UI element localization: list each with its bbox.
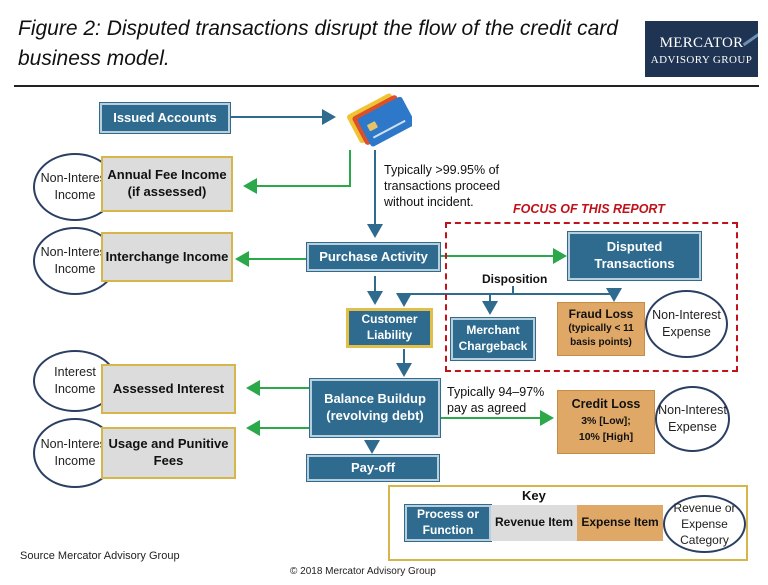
credit-loss-detail-2: 10% [High] [578, 431, 634, 443]
credit-loss-detail-1: 3% [Low]; [581, 415, 631, 427]
focus-label: FOCUS OF THIS REPORT [513, 202, 665, 216]
annual-fee-income-box: Annual Fee Income (if assessed) [101, 156, 233, 212]
customer-liability-box: Customer Liability [346, 308, 433, 348]
mercator-logo: Mercator Advisory Group [645, 21, 758, 77]
assessed-interest-box: Assessed Interest [101, 364, 236, 414]
focus-region [445, 222, 738, 372]
category-ellipse-2: Non-Interest Income [33, 227, 117, 295]
payoff-box: Pay-off [307, 455, 439, 481]
legend-key [388, 485, 748, 561]
key-category-ellipse: Revenue or Expense Category [663, 495, 746, 553]
category-ellipse-6: Non-Interest Expense [655, 386, 730, 452]
credit-loss-title: Credit Loss [571, 397, 641, 411]
key-title: Key [522, 488, 546, 503]
issued-accounts-box: Issued Accounts [100, 103, 230, 133]
arrow-to-annual-fee [243, 150, 351, 194]
logo-line1: Mercator [659, 35, 744, 51]
key-process: Process or Function [405, 505, 491, 541]
figure-title: Figure 2: Disputed transactions disrupt … [18, 17, 618, 70]
note-typically-9497: Typically 94–97% pay as agreed [447, 385, 545, 415]
credit-loss-box: Credit Loss 3% [Low]; 10% [High] [557, 390, 655, 454]
balance-buildup-box: Balance Buildup (revolving debt) [310, 379, 440, 437]
logo-line2: Advisory Group [650, 54, 753, 66]
category-ellipse-5: Non-Interest Expense [645, 290, 728, 358]
disposition-label: Disposition [482, 272, 548, 286]
fraud-loss-box: Fraud Loss (typically < 11 basis points) [557, 302, 645, 356]
note-typically-9995: Typically >99.95% of transactions procee… [384, 163, 501, 209]
merchant-chargeback-box: Merchant Chargeback [451, 318, 535, 360]
key-revenue: Revenue Item [491, 505, 577, 541]
credit-cards-icon [347, 93, 412, 147]
title-divider [14, 85, 759, 87]
disputed-transactions-box: Disputed Transactions [568, 232, 701, 280]
fraud-loss-title: Fraud Loss [568, 307, 634, 321]
usage-punitive-fees-box: Usage and Punitive Fees [101, 427, 236, 479]
interchange-income-box: Interchange Income [101, 232, 233, 282]
fraud-loss-detail: (typically < 11 basis points) [568, 323, 634, 348]
source-note: Source Mercator Advisory Group [20, 550, 180, 562]
purchase-activity-box: Purchase Activity [307, 243, 440, 271]
key-expense: Expense Item [577, 505, 663, 541]
copyright-note: © 2018 Mercator Advisory Group [290, 566, 436, 577]
